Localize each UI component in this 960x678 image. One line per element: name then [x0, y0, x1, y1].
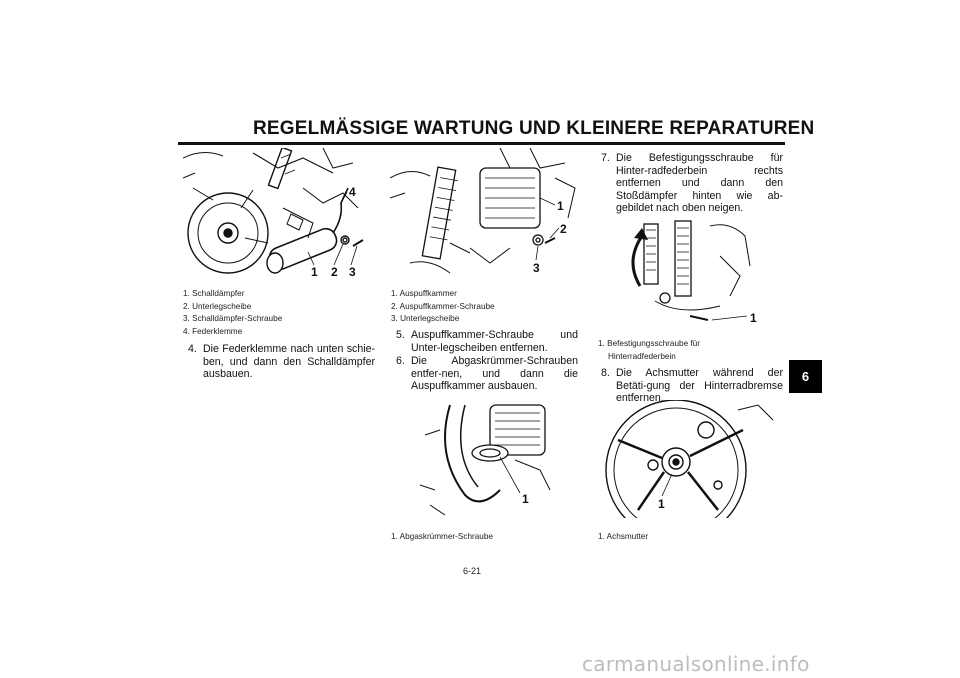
page-number: 6-21 — [463, 566, 482, 576]
caption-figure-exhaust-pipe-bolts: 1. Abgaskrümmer-Schraube — [391, 531, 581, 544]
callout-1: 1 — [658, 497, 665, 511]
step-7: 7. Die Befestigungsschraube für Hinter-r… — [601, 152, 783, 215]
figure-exhaust-chamber: 1 2 3 — [390, 148, 580, 281]
step-number: 4. — [188, 343, 197, 355]
callout-1: 1 — [311, 265, 318, 279]
step-number: 7. — [601, 152, 610, 164]
figure-muffler: 1 2 3 4 — [183, 148, 373, 281]
step-number: 5. — [396, 329, 405, 341]
step-text: Die Achsmutter während der Betäti-gung d… — [616, 367, 783, 405]
caption-line: 3. Unterlegscheibe — [391, 314, 460, 323]
caption-line: 4. Federklemme — [183, 326, 243, 336]
caption-line: 1. Achsmutter — [598, 532, 649, 541]
caption-line: 2. Auspuffkammer-Schraube — [391, 301, 495, 311]
callout-3: 3 — [349, 265, 356, 279]
caption-line: 2. Unterlegscheibe — [183, 301, 252, 311]
callout-3: 3 — [533, 261, 540, 275]
caption-line: 3. Schalldämpfer-Schraube — [183, 314, 283, 323]
figure-exhaust-pipe-bolts: 1 — [420, 395, 560, 520]
caption-figure-exhaust-chamber: 1. Auspuffkammer 2. Auspuffkammer-Schrau… — [391, 288, 581, 326]
chapter-tab: 6 — [789, 360, 822, 393]
step-6: 6. Die Abgaskrümmer-Schrauben entfer-nen… — [396, 355, 578, 393]
callout-1: 1 — [522, 492, 529, 506]
caption-line: 1. Abgaskrümmer-Schraube — [391, 532, 493, 541]
step-number: 8. — [601, 367, 610, 379]
callout-1: 1 — [750, 311, 757, 325]
caption-figure-muffler: 1. Schalldämpfer 2. Unterlegscheibe 3. S… — [183, 288, 373, 338]
step-number: 6. — [396, 355, 405, 367]
step-text: Die Abgaskrümmer-Schrauben entfer-nen, u… — [411, 355, 578, 393]
caption-line: 1. Auspuffkammer — [391, 289, 457, 298]
step-5: 5. Auspuffkammer-Schraube und Unter-legs… — [396, 329, 578, 354]
caption-figure-rear-shock: 1. Befestigungsschraube für Hinterradfed… — [598, 338, 788, 363]
step-text: Die Federklemme nach unten schie-ben, un… — [203, 343, 375, 381]
step-text: Die Befestigungsschraube für Hinter-radf… — [616, 152, 783, 215]
caption-line: 1. Schalldämpfer — [183, 289, 245, 298]
figure-axle-nut: 1 — [598, 400, 780, 518]
callout-2: 2 — [331, 265, 338, 279]
title-rule — [178, 142, 785, 145]
callout-4: 4 — [349, 185, 356, 199]
callout-2: 2 — [560, 222, 567, 236]
step-4: 4. Die Federklemme nach unten schie-ben,… — [188, 343, 375, 381]
caption-line: 1. Befestigungsschraube für — [598, 339, 700, 348]
step-8: 8. Die Achsmutter während der Betäti-gun… — [601, 367, 783, 405]
callout-1: 1 — [557, 199, 564, 213]
step-text: Auspuffkammer-Schraube und Unter-legsche… — [411, 329, 578, 354]
page-title: REGELMÄSSIGE WARTUNG UND KLEINERE REPARA… — [253, 118, 815, 139]
caption-line: Hinterradfederbein — [608, 351, 676, 361]
figure-rear-shock: 1 — [620, 216, 760, 328]
caption-figure-axle-nut: 1. Achsmutter — [598, 531, 788, 544]
watermark: carmanualsonline.info — [582, 652, 810, 676]
